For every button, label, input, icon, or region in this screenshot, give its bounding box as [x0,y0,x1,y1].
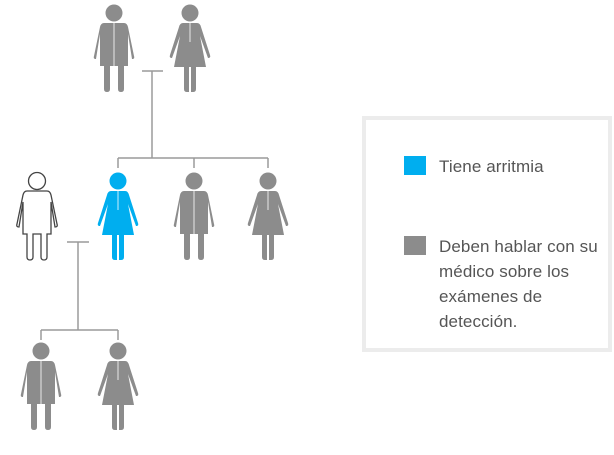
child-1 [20,342,62,430]
grandparent-2-body [169,23,211,92]
connector-lines [40,70,269,340]
child-1-head [32,342,50,360]
sibling-1-body [97,191,139,260]
self-figure-body [16,190,58,261]
sibling-3-body [247,191,289,260]
legend-at-risk-label: Deben hablar con su médico sobre los exá… [439,237,598,331]
family-members [16,4,289,430]
sibling-3-head [259,172,277,190]
affected-swatch [404,156,426,175]
self-figure [16,171,58,261]
legend-item-affected: Tiene arritmia [404,154,601,179]
family-tree [16,4,289,430]
legend-affected-label: Tiene arritmia [439,157,544,176]
self-figure-head [27,171,47,191]
child-2-head [109,342,127,360]
sibling-2-head [185,172,203,190]
legend-item-at-risk: Deben hablar con su médico sobre los exá… [404,234,601,334]
sibling-2 [173,172,215,260]
sibling-3 [247,172,289,260]
sibling-1 [97,172,139,260]
legend: Tiene arritmia Deben hablar con su médic… [362,116,612,352]
at-risk-swatch [404,236,426,255]
grandparent-2 [169,4,211,92]
grandparent-2-head [181,4,199,22]
grandparent-1-head [105,4,123,22]
child-2-body [97,361,139,430]
sibling-1-head [109,172,127,190]
child-2 [97,342,139,430]
grandparent-1 [93,4,135,92]
